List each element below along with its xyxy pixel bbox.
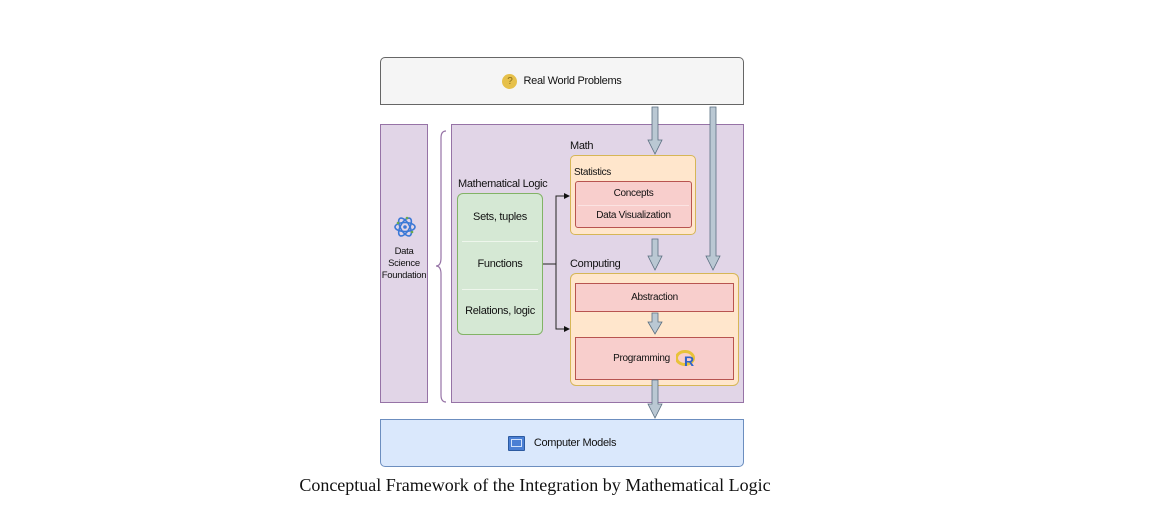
abstraction-label: Abstraction xyxy=(631,292,678,303)
computing-label: Computing xyxy=(570,258,621,270)
divider xyxy=(462,289,538,290)
block-arrow-computing-to-models xyxy=(647,379,663,419)
data-science-foundation-panel: Data Science Foundation xyxy=(380,124,428,403)
foundation-label-line: Foundation xyxy=(381,270,427,281)
mathematical-logic-box: Sets, tuples Functions Relations, logic xyxy=(457,193,543,335)
mathematical-logic-title: Mathematical Logic xyxy=(458,178,548,190)
divider xyxy=(578,205,689,206)
figure-caption: Conceptual Framework of the Integration … xyxy=(299,475,771,495)
programming-box: Programming R xyxy=(575,337,734,380)
statistics-label: Statistics xyxy=(574,167,612,178)
computer-model-icon xyxy=(507,435,525,451)
stats-item-data-visualization: Data Visualization xyxy=(596,210,671,222)
r-language-icon: R xyxy=(675,349,695,368)
block-arrow-math-to-computing xyxy=(647,238,663,271)
block-arrow-problems-to-math xyxy=(647,106,663,155)
math-label: Math xyxy=(570,140,594,152)
stats-item-concepts: Concepts xyxy=(613,187,654,199)
connector-to-computing xyxy=(555,264,570,332)
block-arrow-abstraction-to-programming xyxy=(647,312,663,335)
atom-icon xyxy=(394,216,416,237)
divider xyxy=(462,241,538,242)
curly-brace xyxy=(435,130,447,403)
svg-text:R: R xyxy=(684,353,694,368)
programming-label: Programming xyxy=(613,353,670,364)
real-world-problems-label: Real World Problems xyxy=(523,75,622,87)
computer-models-box: Computer Models xyxy=(380,419,744,467)
foundation-label-line: Science xyxy=(388,258,420,269)
block-arrow-problems-to-computing xyxy=(705,106,721,271)
computer-models-label: Computer Models xyxy=(533,437,617,449)
ml-item-functions: Functions xyxy=(477,257,523,270)
question-icon: ? xyxy=(502,73,518,89)
ml-item-relations-logic: Relations, logic xyxy=(465,304,535,317)
foundation-label-line: Data xyxy=(394,246,414,257)
statistics-items-box: Concepts Data Visualization xyxy=(575,181,692,228)
connector-to-statistics xyxy=(555,193,570,264)
ml-item-sets-tuples: Sets, tuples xyxy=(473,211,527,224)
real-world-problems-box: ? Real World Problems xyxy=(380,57,744,105)
abstraction-box: Abstraction xyxy=(575,283,734,312)
